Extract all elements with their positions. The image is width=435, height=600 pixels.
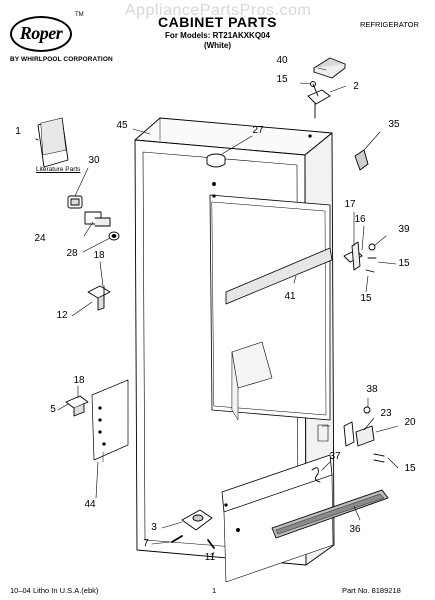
watermark: AppliancePartsPros.com <box>125 2 312 19</box>
callout-36: 36 <box>349 524 361 535</box>
callout-45: 45 <box>116 120 128 131</box>
leader-lines <box>95 128 297 499</box>
callout-39: 39 <box>398 224 410 235</box>
footer-litho: 10–04 Litho In U.S.A.(ebk) <box>10 586 99 595</box>
callout-38: 38 <box>366 384 378 395</box>
callout-1: 1 <box>15 126 21 137</box>
callout-40: 40 <box>276 55 288 66</box>
handle-parts <box>67 167 120 253</box>
literature-parts-label: Literature Parts <box>36 166 81 173</box>
callout-5: 5 <box>50 404 56 415</box>
callout-15: 15 <box>360 293 372 304</box>
callout-2: 2 <box>353 81 359 92</box>
callout-11: 11 <box>204 552 216 563</box>
footer-part-number: Part No. 8189218 <box>342 586 401 595</box>
callout-15: 15 <box>398 258 410 269</box>
callout-44: 44 <box>84 499 96 510</box>
footer-page-number: 1 <box>212 586 217 595</box>
page-title: CABINET PARTS <box>157 14 278 30</box>
callout-3: 3 <box>151 522 157 533</box>
literature-booklet <box>35 117 69 168</box>
right-middle-hinge <box>343 211 397 293</box>
door-stop <box>354 131 381 171</box>
middle-hinge <box>71 261 111 317</box>
toe-grille <box>271 489 389 539</box>
top-hinge-assembly <box>299 57 347 119</box>
product-type: REFRIGERATOR <box>360 20 419 29</box>
brand-name: Roper <box>19 23 63 43</box>
callout-35: 35 <box>388 119 400 130</box>
callout-20: 20 <box>404 417 416 428</box>
temperature-knob <box>206 135 253 168</box>
callout-30: 30 <box>88 155 100 166</box>
callout-15: 15 <box>404 463 416 474</box>
callout-16: 16 <box>354 214 366 225</box>
callout-28: 28 <box>66 248 78 259</box>
left-lower-hinge <box>57 385 89 417</box>
callout-15: 15 <box>276 74 288 85</box>
callout-18: 18 <box>93 250 105 261</box>
callout-23: 23 <box>380 408 392 419</box>
back-panel <box>91 379 129 463</box>
leveling-leg <box>151 509 215 559</box>
color-variant: (White) <box>203 41 232 50</box>
brand-logo: Roper <box>10 16 72 52</box>
callout-27: 27 <box>252 125 264 136</box>
callout-18: 18 <box>73 375 85 386</box>
sub-brand: BY WHIRLPOOL CORPORATION <box>10 56 113 63</box>
callout-7: 7 <box>143 538 149 549</box>
models-line: For Models: RT21AKXKQ04 <box>165 31 270 40</box>
callout-12: 12 <box>56 310 68 321</box>
callout-24: 24 <box>34 233 46 244</box>
right-lower-hinge <box>343 397 399 469</box>
spring-clip <box>311 461 331 483</box>
callout-37: 37 <box>329 451 341 462</box>
cabinet <box>134 117 335 583</box>
callout-41: 41 <box>284 291 296 302</box>
callout-17: 17 <box>344 199 356 210</box>
trademark-mark: TM <box>75 12 84 18</box>
